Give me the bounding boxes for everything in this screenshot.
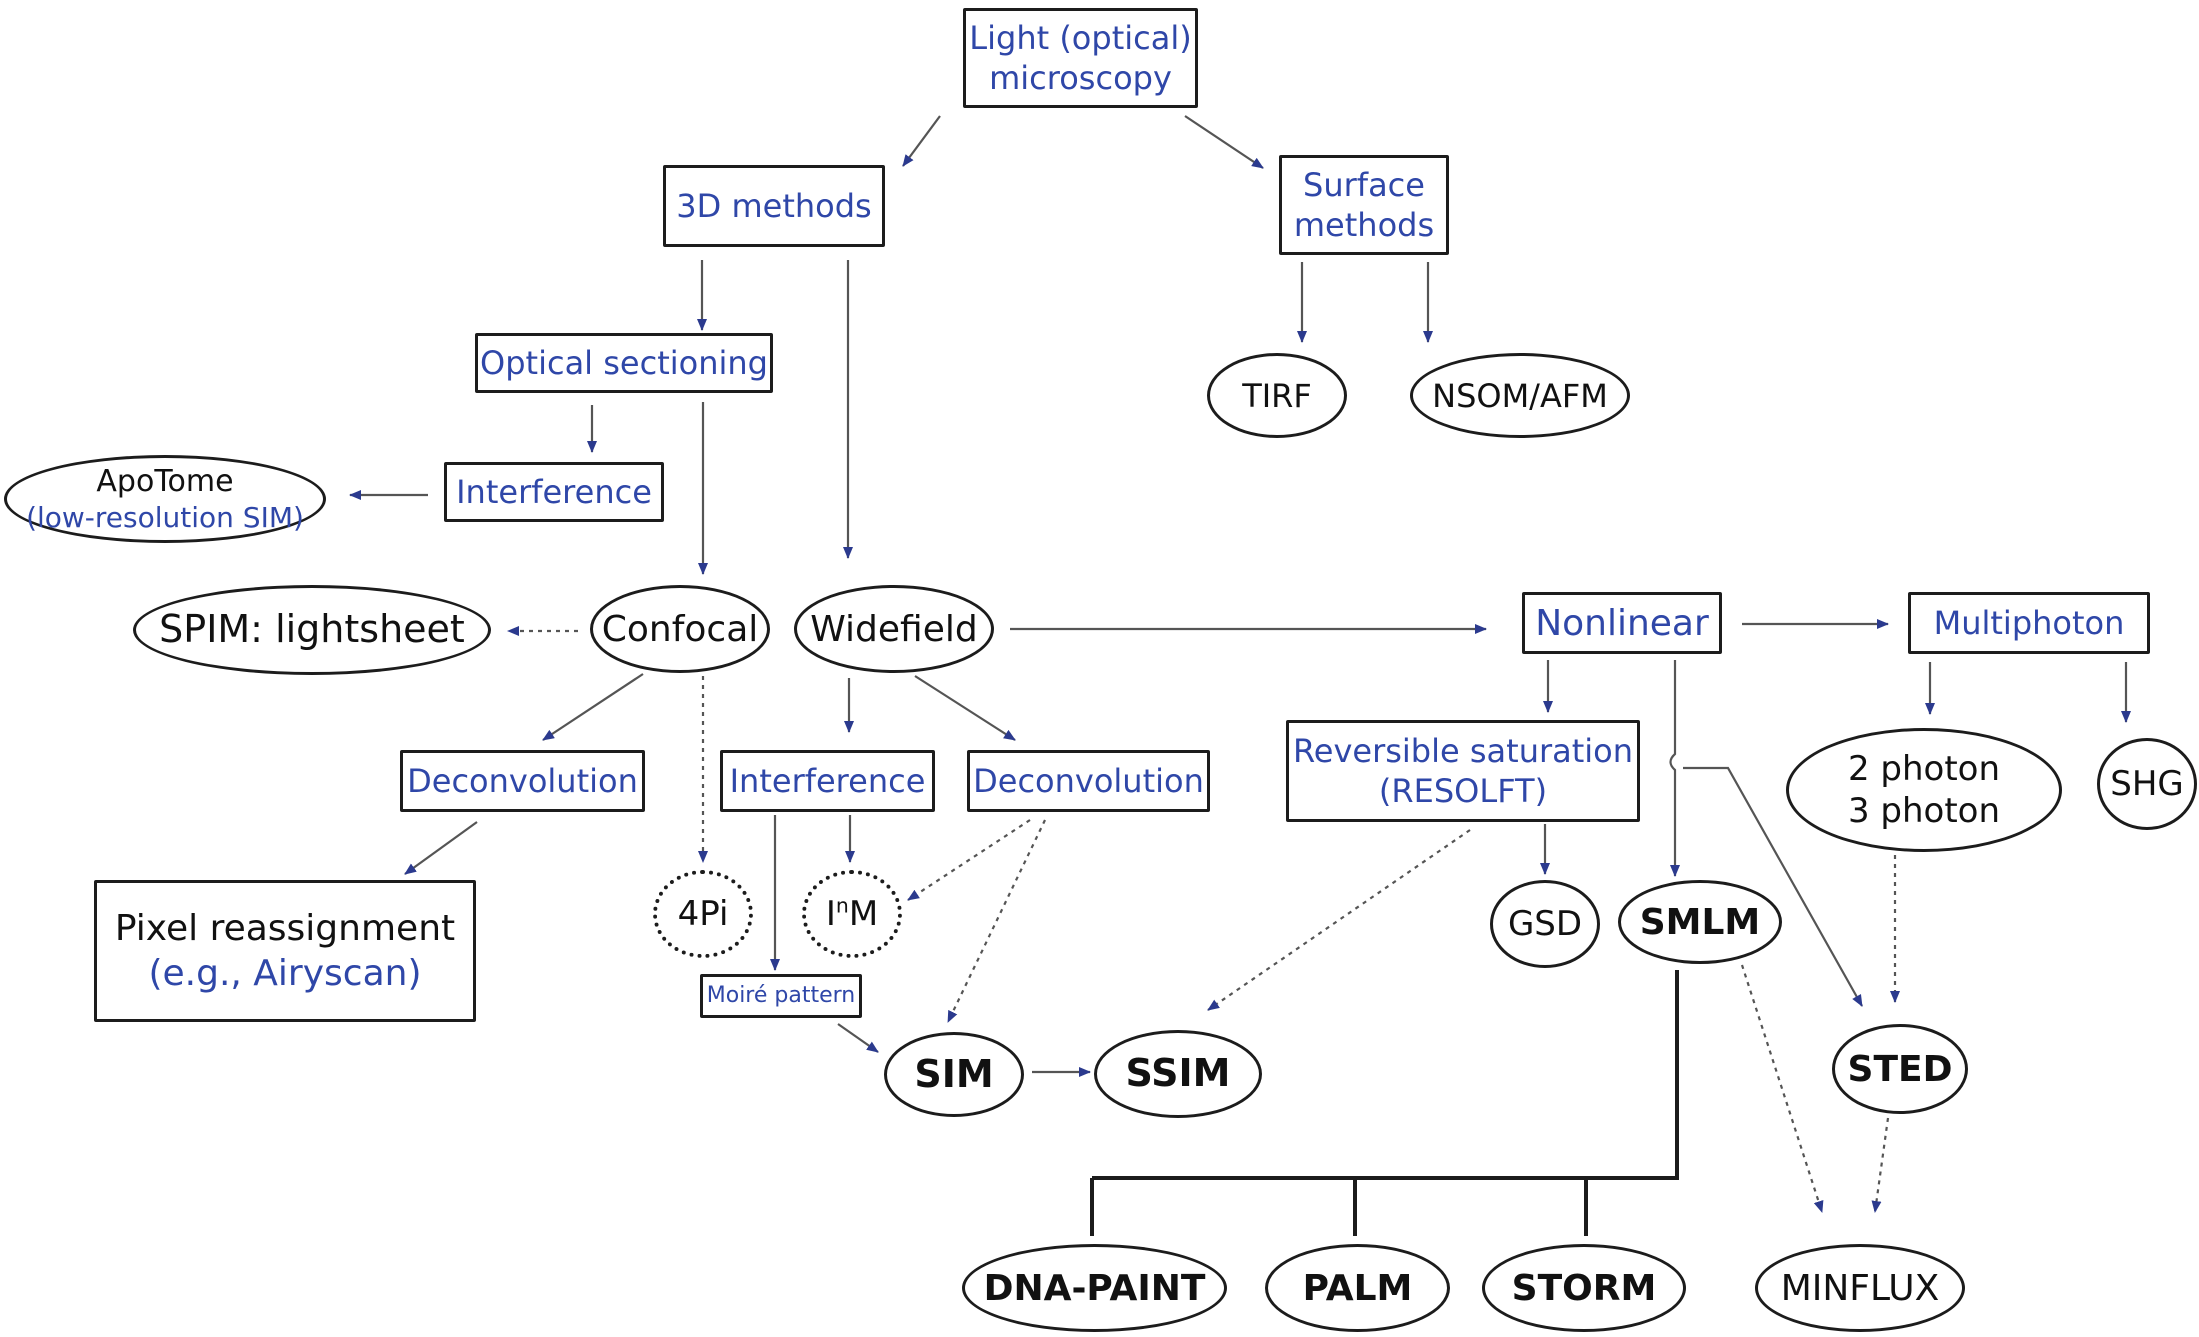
node-photon: 2 photon 3 photon xyxy=(1786,728,2062,852)
node-nsom-afm: NSOM/AFM xyxy=(1410,353,1630,438)
node-resolft: Reversible saturation (RESOLFT) xyxy=(1286,720,1640,822)
node-resolft-line2: (RESOLFT) xyxy=(1378,772,1548,810)
node-3d-methods: 3D methods xyxy=(663,165,885,247)
node-multiphoton: Multiphoton xyxy=(1908,592,2150,654)
node-confocal: Confocal xyxy=(590,585,770,673)
node-storm-label: STORM xyxy=(1511,1267,1657,1309)
node-multiphoton-label: Multiphoton xyxy=(1933,604,2125,642)
node-confocal-label: Confocal xyxy=(601,608,759,650)
edge-light-to-3d xyxy=(902,115,941,167)
node-3d-methods-label: 3D methods xyxy=(676,187,872,225)
node-pixel-reassignment-line2: (e.g., Airyscan) xyxy=(148,953,422,994)
node-gsd-label: GSD xyxy=(1507,903,1583,944)
node-4pi-label: 4Pi xyxy=(677,893,729,934)
node-apotome-line2: (low-resolution SIM) xyxy=(26,501,304,535)
node-sted: STED xyxy=(1832,1024,1968,1114)
node-storm: STORM xyxy=(1482,1244,1686,1332)
node-sted-label: STED xyxy=(1847,1048,1953,1090)
node-apotome-line1: ApoTome xyxy=(96,463,234,499)
node-nonlinear-label: Nonlinear xyxy=(1535,602,1709,644)
node-smlm: SMLM xyxy=(1618,880,1782,964)
node-resolft-line1: Reversible saturation xyxy=(1292,732,1634,770)
edge-widefield-to-deconv xyxy=(914,675,1016,741)
edge-nonlinear-to-smlm xyxy=(1669,660,1680,877)
edge-resolft-to-ssim xyxy=(1207,829,1471,1011)
node-minflux: MINFLUX xyxy=(1755,1244,1965,1332)
node-surface-methods-line2: methods xyxy=(1293,206,1435,244)
node-light-microscopy-line2: microscopy xyxy=(989,59,1172,97)
node-dna-paint-label: DNA-PAINT xyxy=(983,1267,1206,1309)
node-pixel-reassignment: Pixel reassignment (e.g., Airyscan) xyxy=(94,880,476,1022)
node-pixel-reassignment-line1: Pixel reassignment xyxy=(114,908,456,949)
edge-light-to-surface xyxy=(1184,115,1264,169)
node-optical-sectioning-label: Optical sectioning xyxy=(480,344,768,382)
node-nonlinear: Nonlinear xyxy=(1522,592,1722,654)
node-sim-label: SIM xyxy=(914,1051,994,1096)
edge-deconv-to-sim xyxy=(947,819,1046,1023)
node-ssim: SSIM xyxy=(1094,1030,1262,1118)
edge-deconv-to-inm xyxy=(907,819,1031,901)
edge-moire-to-sim xyxy=(837,1023,879,1053)
node-deconvolution-mid-label: Deconvolution xyxy=(973,762,1204,800)
node-deconvolution-left-label: Deconvolution xyxy=(407,762,638,800)
node-smlm-label: SMLM xyxy=(1639,901,1761,943)
edge-smlm-to-minflux xyxy=(1740,964,1824,1213)
node-sim: SIM xyxy=(884,1032,1024,1117)
node-moire-pattern: Moiré pattern xyxy=(700,974,862,1018)
node-widefield: Widefield xyxy=(794,585,994,673)
edge-smlm-bracket xyxy=(1090,970,1679,1236)
node-interference-top: Interference xyxy=(444,462,664,522)
node-widefield-label: Widefield xyxy=(810,608,978,650)
node-photon-line2: 3 photon xyxy=(1847,791,2001,831)
node-photon-line1: 2 photon xyxy=(1847,748,2001,789)
node-ssim-label: SSIM xyxy=(1125,1051,1231,1096)
node-interference-mid: Interference xyxy=(720,750,935,812)
node-spim: SPIM: lightsheet xyxy=(133,585,491,675)
node-palm: PALM xyxy=(1265,1244,1450,1332)
node-shg: SHG xyxy=(2097,738,2197,830)
node-deconvolution-left: Deconvolution xyxy=(400,750,645,812)
node-palm-label: PALM xyxy=(1302,1267,1413,1309)
node-nsom-afm-label: NSOM/AFM xyxy=(1432,376,1608,415)
node-gsd: GSD xyxy=(1490,880,1600,968)
node-moire-pattern-label: Moiré pattern xyxy=(706,983,856,1009)
node-light-microscopy: Light (optical) microscopy xyxy=(963,8,1198,108)
node-light-microscopy-line1: Light (optical) xyxy=(969,19,1192,57)
node-surface-methods: Surface methods xyxy=(1279,155,1449,255)
node-tirf: TIRF xyxy=(1207,353,1347,438)
edge-confocal-to-deconv xyxy=(542,673,644,741)
node-inm-base: I xyxy=(825,893,836,934)
node-apotome: ApoTome (low-resolution SIM) xyxy=(4,455,326,543)
node-inm: InM xyxy=(802,870,902,958)
node-dna-paint: DNA-PAINT xyxy=(962,1244,1227,1332)
edge-sted-to-minflux xyxy=(1871,1117,1890,1213)
node-interference-mid-label: Interference xyxy=(729,762,926,800)
node-tirf-label: TIRF xyxy=(1242,376,1312,415)
node-inm-sup: n xyxy=(835,893,849,918)
node-inm-label: InM xyxy=(826,893,878,936)
node-interference-top-label: Interference xyxy=(456,473,652,511)
node-inm-rest: M xyxy=(848,893,879,934)
node-surface-methods-line1: Surface xyxy=(1303,166,1425,204)
node-deconvolution-mid: Deconvolution xyxy=(967,750,1210,812)
edge-deconv-to-pixel xyxy=(404,821,478,875)
node-shg-label: SHG xyxy=(2110,763,2184,804)
edge-nonlinear-to-sted xyxy=(1683,766,1863,1007)
node-spim-label: SPIM: lightsheet xyxy=(159,607,465,652)
node-optical-sectioning: Optical sectioning xyxy=(475,333,773,393)
node-minflux-label: MINFLUX xyxy=(1780,1267,1940,1309)
node-4pi: 4Pi xyxy=(653,870,753,958)
